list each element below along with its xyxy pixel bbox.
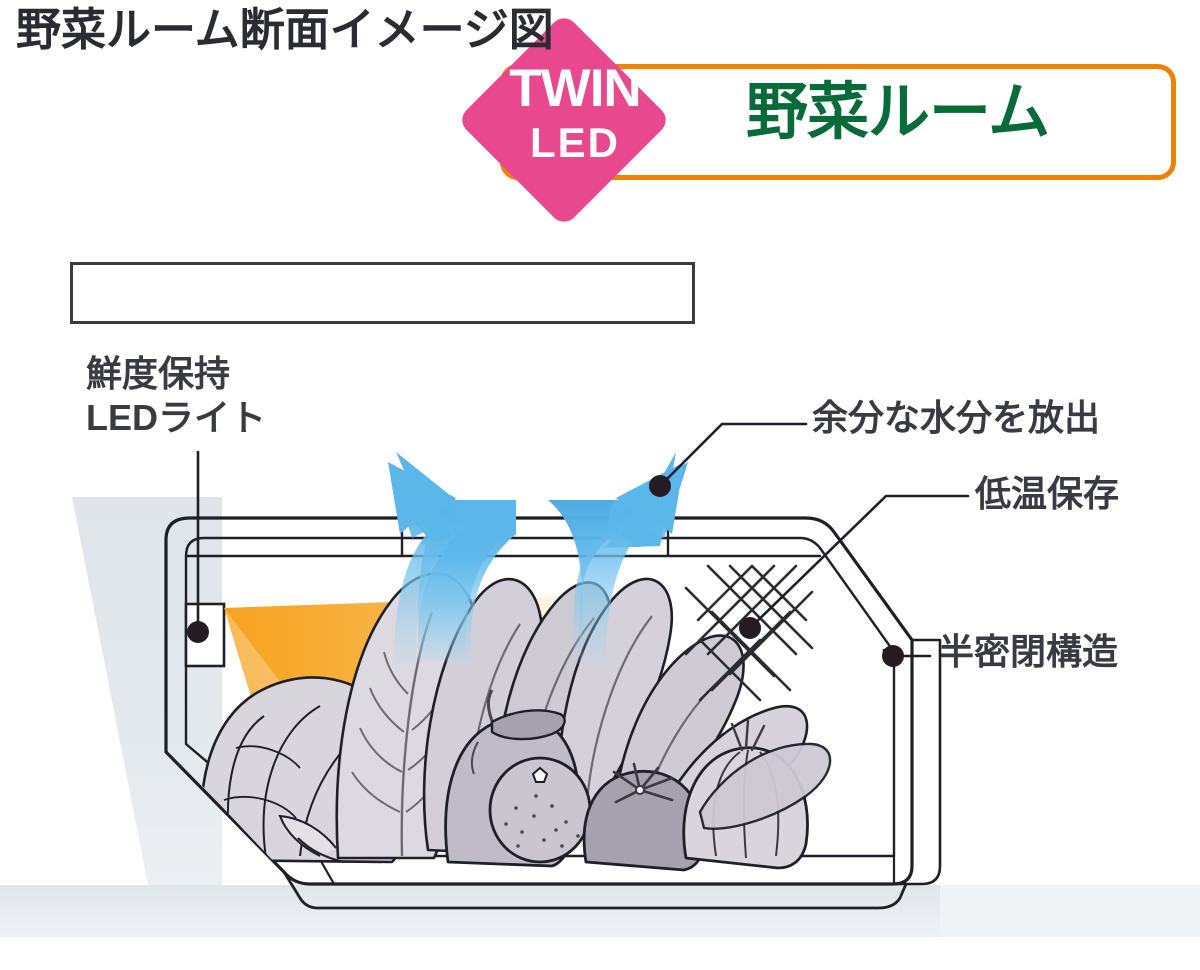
dot-low-temperature xyxy=(739,617,761,639)
twin-led-vegetable-room-badge: TWIN LED 野菜ルーム xyxy=(456,12,1178,228)
vegetable-orange xyxy=(488,756,592,864)
callout-led-light-line1: 鮮度保持 xyxy=(86,353,231,394)
fridge-body-panel xyxy=(72,497,222,895)
callout-led-light-line2: LEDライト xyxy=(86,396,267,438)
dot-led-light xyxy=(187,621,209,643)
figure-title-text: 野菜ルーム断面イメージ図 xyxy=(16,4,554,55)
callout-marker-dots xyxy=(187,475,904,667)
callout-led-light: 鮮度保持 LEDライト xyxy=(86,352,266,440)
dot-moisture xyxy=(649,475,671,497)
moisture-release-arrows-clean xyxy=(388,462,688,664)
vegetable-tomato xyxy=(582,762,706,872)
badge-led-label: LED xyxy=(530,119,620,166)
badge-twin-label: TWIN xyxy=(509,59,641,118)
callout-low-temperature: 低温保存 xyxy=(975,473,1120,514)
drawer-outer-shell xyxy=(164,516,942,910)
vegetable-group xyxy=(200,572,832,872)
badge-room-label: 野菜ルーム xyxy=(746,78,1050,147)
figure-title-box xyxy=(70,262,695,324)
vegetable-leaf-right-back xyxy=(698,742,832,830)
airflow-arrow-left-head xyxy=(388,462,456,542)
leader-line-moisture xyxy=(658,422,808,488)
badge-diamond-wrap: TWIN LED xyxy=(456,12,672,228)
callout-semi-sealed: 半密閉構造 xyxy=(938,631,1119,672)
dot-semi-sealed xyxy=(882,645,904,667)
callout-moisture-release: 余分な水分を放出 xyxy=(812,397,1101,438)
leader-line-lowtemp-main xyxy=(746,494,970,632)
fridge-floor-band xyxy=(0,885,1200,937)
